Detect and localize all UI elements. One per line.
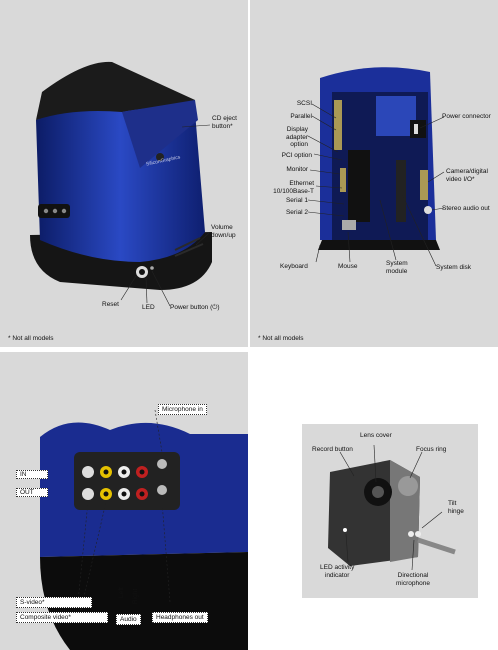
audio-left-label: Left: [118, 587, 125, 598]
s-video-label: S-video*: [16, 597, 92, 608]
footnote: * Not all models: [258, 335, 304, 342]
focus-ring-label: Focus ring: [416, 446, 447, 453]
monitor-label: Monitor: [286, 166, 308, 173]
stereo-audio-label: Stereo audio out: [442, 205, 490, 212]
scsi-label: SCSI: [296, 100, 312, 107]
ports-closeup-panel: Microphone in IN OUT S-video* Composite …: [0, 352, 248, 650]
out-label: OUT: [16, 488, 48, 497]
microphone-in-label: Microphone in: [158, 404, 207, 415]
ports-closeup-illustration: [40, 409, 248, 650]
record-button-label: Record button: [312, 446, 353, 453]
headphones-out-label: Headphones out: [152, 612, 208, 623]
led-label: LED: [142, 304, 155, 311]
power-button-label: Power button (⏻): [170, 304, 220, 311]
camera-illustration: [328, 444, 456, 571]
camera-panel: Lens cover Record button Focus ring Tilt…: [250, 352, 498, 650]
workstation-rear-illustration: [307, 67, 445, 267]
in-label: IN: [16, 470, 48, 479]
system-disk-label: System disk: [436, 264, 472, 271]
serial2-label: Serial 2: [285, 209, 308, 216]
composite-video-label: Composite video*: [16, 612, 108, 623]
parallel-label: Parallel: [290, 113, 312, 120]
pci-option-label: PCI option: [281, 152, 312, 159]
lens-cover-label: Lens cover: [360, 432, 392, 439]
keyboard-label: Keyboard: [280, 263, 308, 270]
workstation-front-illustration: [30, 61, 212, 307]
mouse-label: Mouse: [338, 263, 358, 270]
audio-label: Audio: [116, 614, 141, 625]
serial1-label: Serial 1: [285, 197, 308, 204]
audio-right-label: Right: [132, 588, 139, 604]
reset-label: Reset: [102, 301, 119, 308]
power-connector-label: Power connector: [442, 113, 491, 120]
footnote: * Not all models: [8, 335, 54, 342]
